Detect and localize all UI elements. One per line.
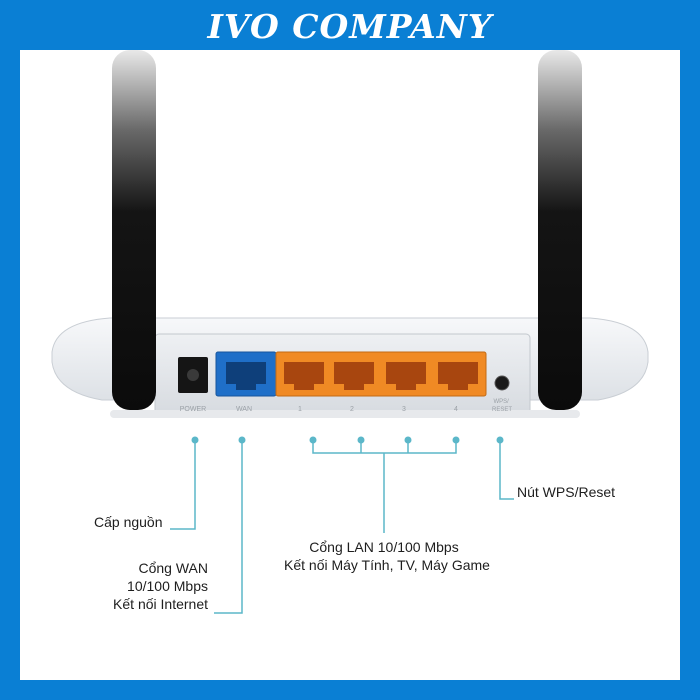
lan-callout-dot-3: [404, 436, 412, 444]
callout-lines: [170, 440, 514, 614]
reset-callout-line: [499, 440, 514, 500]
wan-callout-line-3: Kết nối Internet: [113, 596, 208, 612]
left-antenna: [112, 50, 156, 410]
reset-port-label: WPS/ RESET: [492, 399, 512, 413]
right-antenna: [538, 50, 582, 410]
power-callout-label: Cấp nguồn: [94, 514, 163, 530]
lan-callout-dot-4: [452, 436, 460, 444]
lan-callout-dot-1: [309, 436, 317, 444]
wan-callout-line-1: Cổng WAN: [138, 560, 208, 576]
lan-socket-4: [438, 362, 478, 390]
reset-button: [494, 375, 510, 391]
lan-callout-line: [312, 440, 457, 454]
power-port-label: POWER: [180, 406, 206, 413]
reset-port-label-line-1: WPS/: [493, 399, 509, 405]
wan-port-socket: [226, 362, 266, 390]
lan-socket-2: [334, 362, 374, 390]
wan-callout-label: Cổng WAN 10/100 Mbps Kết nối Internet: [113, 559, 208, 613]
router-base-shadow: [110, 410, 580, 418]
lan-port-label-4: 4: [454, 406, 458, 413]
power-jack-hole: [187, 369, 199, 381]
reset-callout-label: Nút WPS/Reset: [517, 484, 616, 500]
lan-callout-line-1: Cổng LAN 10/100 Mbps: [309, 539, 459, 555]
reset-callout-dot: [496, 436, 504, 444]
lan-port-label-3: 3: [402, 406, 406, 413]
lan-port-block: [275, 351, 487, 397]
lan-port-label-2: 2: [350, 406, 354, 413]
lan-socket-1: [284, 362, 324, 390]
wan-callout-line: [214, 440, 243, 614]
brand-title: IVO COMPANY: [207, 7, 493, 46]
wan-callout-line-2: 10/100 Mbps: [127, 578, 208, 594]
power-callout-dot: [191, 436, 199, 444]
lan-port-label-1: 1: [298, 406, 302, 413]
lan-callout-dot-2: [357, 436, 365, 444]
reset-port-label-line-2: RESET: [492, 407, 512, 413]
lan-callout-line-2: Kết nối Máy Tính, TV, Máy Game: [284, 557, 490, 573]
lan-callout-label: Cổng LAN 10/100 Mbps Kết nối Máy Tính, T…: [284, 538, 490, 574]
power-callout-line: [170, 440, 196, 530]
lan-socket-3: [386, 362, 426, 390]
wan-port-label: WAN: [236, 406, 252, 413]
wan-callout-dot: [238, 436, 246, 444]
lan-sockets: [284, 362, 478, 390]
callout-dots: [191, 436, 504, 444]
